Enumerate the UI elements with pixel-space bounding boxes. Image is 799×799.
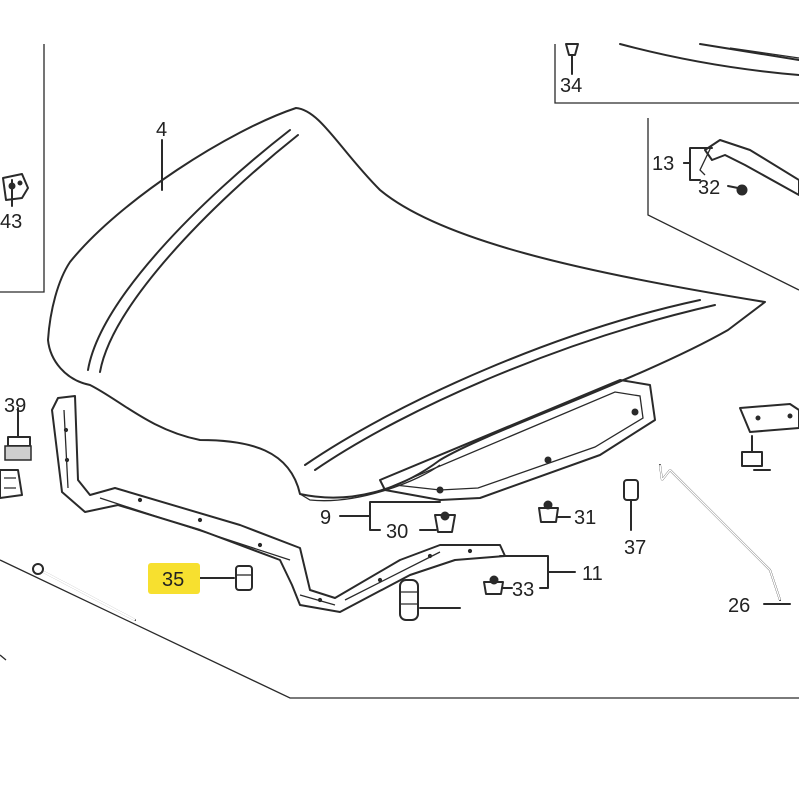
- rail-top-right: [619, 43, 799, 76]
- hood-panel: [47, 107, 766, 502]
- leader-lines: [11, 63, 791, 609]
- callout-34: 34: [560, 75, 582, 97]
- callout-35: 35: [162, 569, 184, 591]
- highlight-35: [148, 563, 200, 594]
- callout-26: 26: [728, 595, 750, 617]
- frame-lines: [0, 44, 799, 699]
- callout-13: 13: [652, 153, 674, 175]
- callout-11: 11: [582, 563, 603, 585]
- bolt-39: [4, 419, 32, 461]
- callout-33: 33: [512, 579, 534, 601]
- callout-labels: 4 34 13 32 43 39 9 30 31 37 11 33 35 26: [0, 75, 750, 617]
- support-rod: [32, 563, 136, 621]
- callout-32: 32: [698, 177, 720, 199]
- callout-31: 31: [574, 507, 596, 529]
- callout-43: 43: [0, 211, 22, 233]
- bracket-right: [739, 403, 799, 467]
- grommet-31: [538, 500, 559, 523]
- grommet-33: [483, 575, 504, 595]
- latch-fastener: [399, 579, 419, 621]
- stop-35: [235, 565, 253, 591]
- support-rod-right: [659, 464, 781, 601]
- hood-inner-frame: [379, 379, 656, 501]
- bolt-32: [736, 184, 748, 196]
- hinge-13: [699, 139, 799, 196]
- bracket-left: [0, 469, 23, 499]
- callout-37: 37: [624, 537, 646, 559]
- callout-30: 30: [386, 521, 408, 543]
- callout-4: 4: [156, 119, 167, 141]
- callout-39: 39: [4, 395, 26, 417]
- grommet-30: [434, 511, 456, 533]
- clip-34: [565, 43, 579, 65]
- bolt-37: [623, 479, 639, 513]
- clip-43: [2, 173, 29, 201]
- callout-9: 9: [320, 507, 331, 529]
